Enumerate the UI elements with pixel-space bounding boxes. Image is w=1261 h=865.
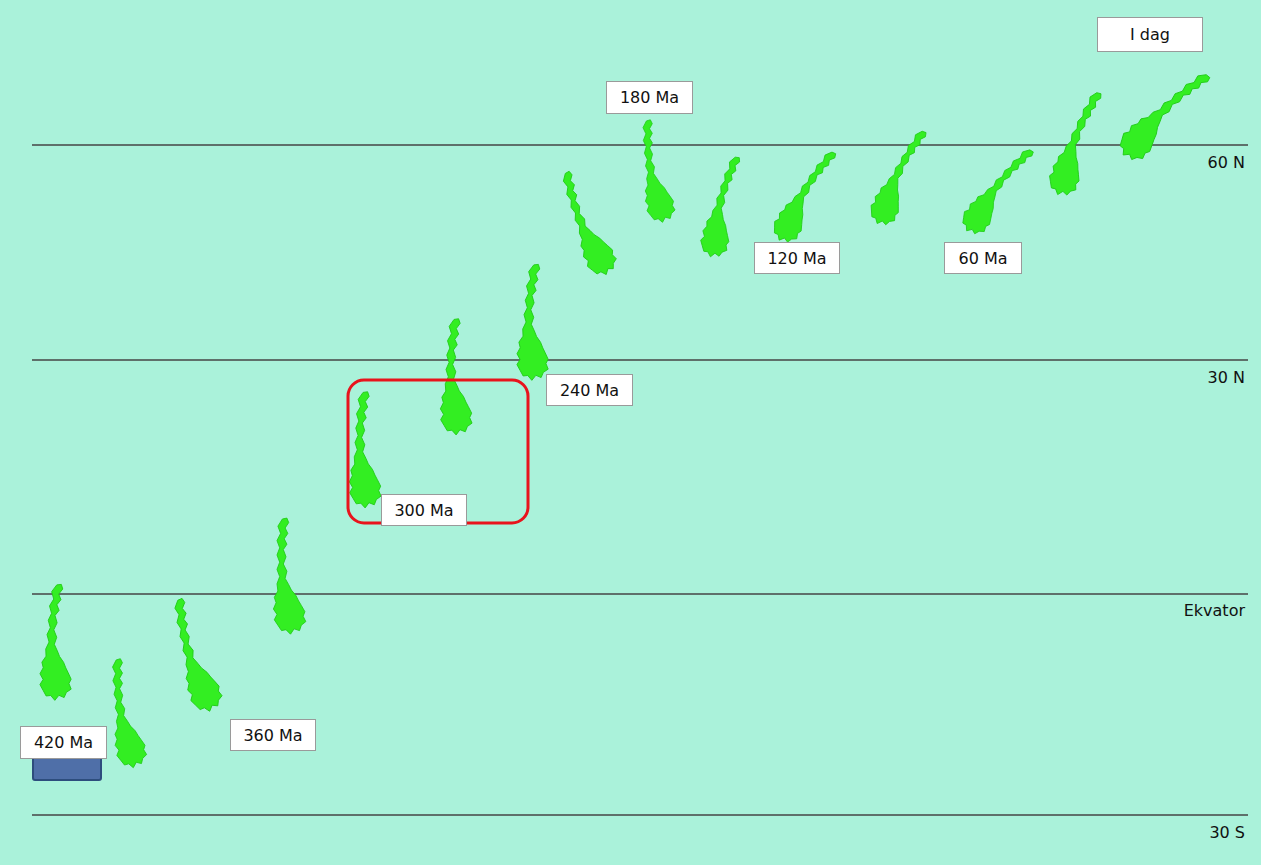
- age-label-box: 420 Ma: [20, 726, 107, 759]
- age-label: 180 Ma: [620, 88, 679, 107]
- age-label-box: 240 Ma: [546, 374, 633, 406]
- age-label: I dag: [1130, 25, 1170, 44]
- age-label: 120 Ma: [767, 249, 826, 268]
- norway-positions: [38, 67, 1222, 769]
- latitude-label: 30 S: [1209, 823, 1245, 842]
- age-label: 300 Ma: [394, 501, 453, 520]
- highlight-frame: [348, 380, 528, 523]
- age-label-box: I dag: [1097, 17, 1203, 52]
- age-label-box: 120 Ma: [754, 242, 840, 274]
- latitude-lines: [32, 145, 1248, 815]
- latitude-label: Ekvator: [1184, 601, 1245, 620]
- age-label-box: 180 Ma: [606, 81, 693, 114]
- age-label: 420 Ma: [34, 733, 93, 752]
- marker-bar: [33, 756, 101, 780]
- age-label-box: 60 Ma: [944, 242, 1022, 274]
- age-label: 360 Ma: [243, 726, 302, 745]
- age-label: 60 Ma: [958, 249, 1007, 268]
- latitude-label: 30 N: [1208, 368, 1245, 387]
- latitude-label: 60 N: [1208, 153, 1245, 172]
- age-label-box: 300 Ma: [381, 494, 467, 526]
- age-label-box: 360 Ma: [230, 719, 316, 751]
- age-label: 240 Ma: [560, 381, 619, 400]
